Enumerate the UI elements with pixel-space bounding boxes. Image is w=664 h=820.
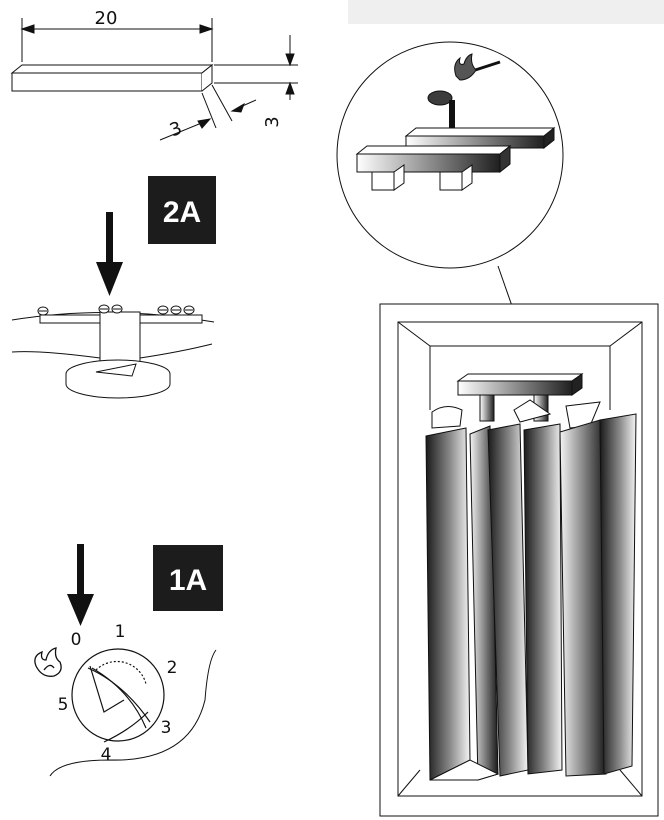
dial-label-1: 1 <box>115 622 126 642</box>
wood-stick-stack <box>355 126 556 191</box>
wood-block-dimension-drawing <box>10 18 298 141</box>
control-panel-outline <box>49 649 217 777</box>
height-label: 3 <box>262 116 283 127</box>
length-label: 20 <box>95 8 118 29</box>
wood-chip <box>427 90 453 106</box>
badge-1a-label: 1A <box>169 564 207 597</box>
burning-match-icon <box>454 53 501 81</box>
heater-wood-stick <box>456 373 584 422</box>
heater-stones <box>425 399 637 781</box>
heater-top-plate <box>11 304 215 399</box>
down-arrow-icon <box>67 544 94 626</box>
flame-symbol-icon <box>34 647 62 677</box>
dial-label-5: 5 <box>58 695 69 715</box>
badge-1a-bg <box>153 545 223 611</box>
dial-label-4: 4 <box>101 745 112 765</box>
badge-2a-label: 2A <box>163 196 201 229</box>
header-panel <box>348 0 664 24</box>
depth-label: 3 <box>167 118 185 142</box>
down-arrow-icon <box>96 212 123 296</box>
dial-label-3: 3 <box>161 718 172 738</box>
dial-label-2: 2 <box>167 658 178 678</box>
dial-label-0: 0 <box>71 630 82 650</box>
thermostat-dial <box>71 648 165 743</box>
badge-2a-bg <box>148 176 216 244</box>
